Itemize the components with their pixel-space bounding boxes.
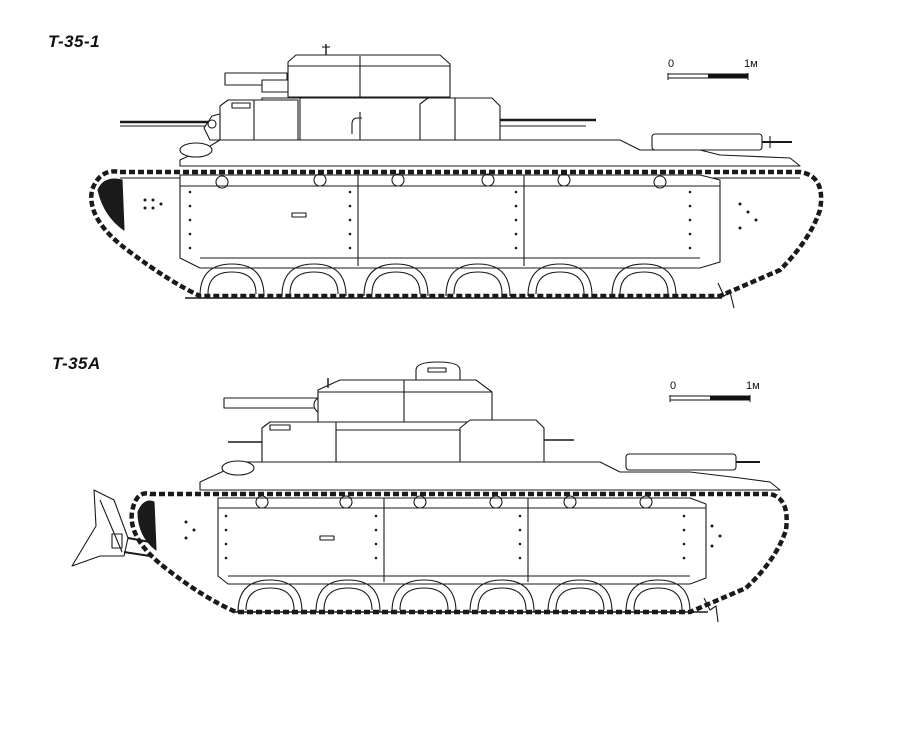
front-machine-gun-turret bbox=[228, 421, 337, 463]
return-rollers bbox=[255, 495, 653, 509]
rivets bbox=[184, 514, 722, 560]
dozer-blade bbox=[71, 489, 151, 567]
road-wheels bbox=[199, 263, 677, 297]
scale-label-end: 1м bbox=[746, 380, 760, 392]
hull-vision-slot bbox=[291, 212, 307, 218]
main-turret bbox=[317, 361, 493, 423]
road-wheels bbox=[237, 579, 691, 613]
main-turret bbox=[287, 44, 451, 98]
front-machine-gun-turret bbox=[120, 99, 299, 141]
rear-machine-gun-tube bbox=[651, 133, 792, 151]
periscope-tube bbox=[351, 117, 362, 134]
return-rollers bbox=[215, 173, 667, 189]
scale-label-end: 1м bbox=[744, 58, 758, 70]
rear-cannon-turret bbox=[459, 419, 574, 463]
hull-vision-slot bbox=[319, 535, 335, 541]
tank-side-view-t35a bbox=[71, 361, 789, 623]
hull-deck bbox=[179, 139, 801, 167]
main-gun bbox=[223, 396, 331, 414]
tank-side-view-t35-1 bbox=[89, 44, 824, 309]
main-gun bbox=[224, 72, 293, 93]
driver-hatch bbox=[221, 460, 255, 476]
hull-side bbox=[179, 174, 721, 269]
rivets bbox=[143, 190, 758, 250]
scale-label-start: 0 bbox=[670, 380, 677, 392]
variant-title: T-35-1 bbox=[48, 32, 101, 51]
front-idler bbox=[137, 500, 157, 551]
rear-machine-gun-tube bbox=[625, 453, 760, 471]
rear-cannon-turret bbox=[419, 97, 596, 141]
scale-ruler bbox=[667, 73, 749, 80]
drawing-panel-t35-1: T-35-1 0 1м bbox=[0, 0, 900, 330]
track bbox=[89, 169, 824, 299]
scale-ruler bbox=[669, 395, 751, 402]
track bbox=[129, 491, 789, 615]
hull-side bbox=[217, 497, 707, 585]
driver-hatch bbox=[179, 142, 213, 158]
scale-bar: 0 1м bbox=[664, 380, 774, 420]
front-idler bbox=[97, 178, 125, 231]
scale-label-start: 0 bbox=[668, 58, 675, 70]
drawing-panel-t35a: T-35A 0 1м bbox=[0, 330, 900, 660]
variant-title: T-35A bbox=[52, 354, 101, 373]
scale-bar: 0 1м bbox=[662, 58, 772, 98]
commander-cupola bbox=[415, 361, 461, 381]
